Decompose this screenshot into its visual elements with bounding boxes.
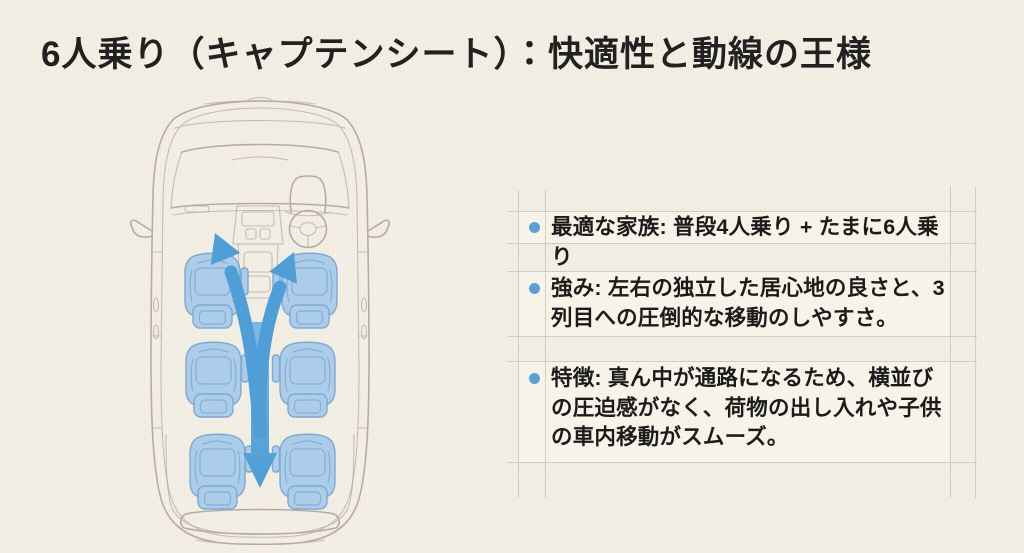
- windshield: [170, 119, 350, 209]
- bullet-icon: [529, 283, 540, 294]
- door-details: [152, 251, 368, 429]
- steering-wheel-icon: [285, 175, 331, 249]
- page-title: 6人乗り（キャプテンシート）：快適性と動線の王様: [41, 35, 872, 74]
- minivan-top-view-diagram: [129, 97, 391, 546]
- bullet-icon: [529, 373, 540, 384]
- table-cell-row1: [519, 212, 949, 243]
- list-item: 最適な家族: 普段4人乗り + たまに6人乗り: [529, 213, 947, 272]
- list-item: 特徴: 真ん中が通路になるため、横並びの圧迫感がなく、荷物の出し入れや子供の車内…: [529, 364, 947, 453]
- list-item-text: 強み: 左右の独立した居心地の良さと、3列目への圧倒的な移動のしやすさ。: [551, 276, 945, 330]
- side-mirror-left-icon: [129, 219, 153, 238]
- list-item: 強み: 左右の独立した居心地の良さと、3列目への圧倒的な移動のしやすさ。: [529, 274, 947, 333]
- tailgate: [165, 434, 355, 546]
- side-mirror-right-icon: [367, 219, 391, 238]
- table-cell-row2: [519, 272, 949, 336]
- walkthrough-arrow-right-icon: [253, 252, 297, 439]
- bullet-icon: [529, 222, 540, 233]
- list-item-text: 最適な家族: 普段4人乗り + たまに6人乗り: [551, 215, 939, 269]
- table-cell-row3: [519, 362, 949, 462]
- dashboard: [170, 202, 350, 299]
- list-item-text: 特徴: 真ん中が通路になるため、横並びの圧迫感がなく、荷物の出し入れや子供の車内…: [551, 366, 942, 449]
